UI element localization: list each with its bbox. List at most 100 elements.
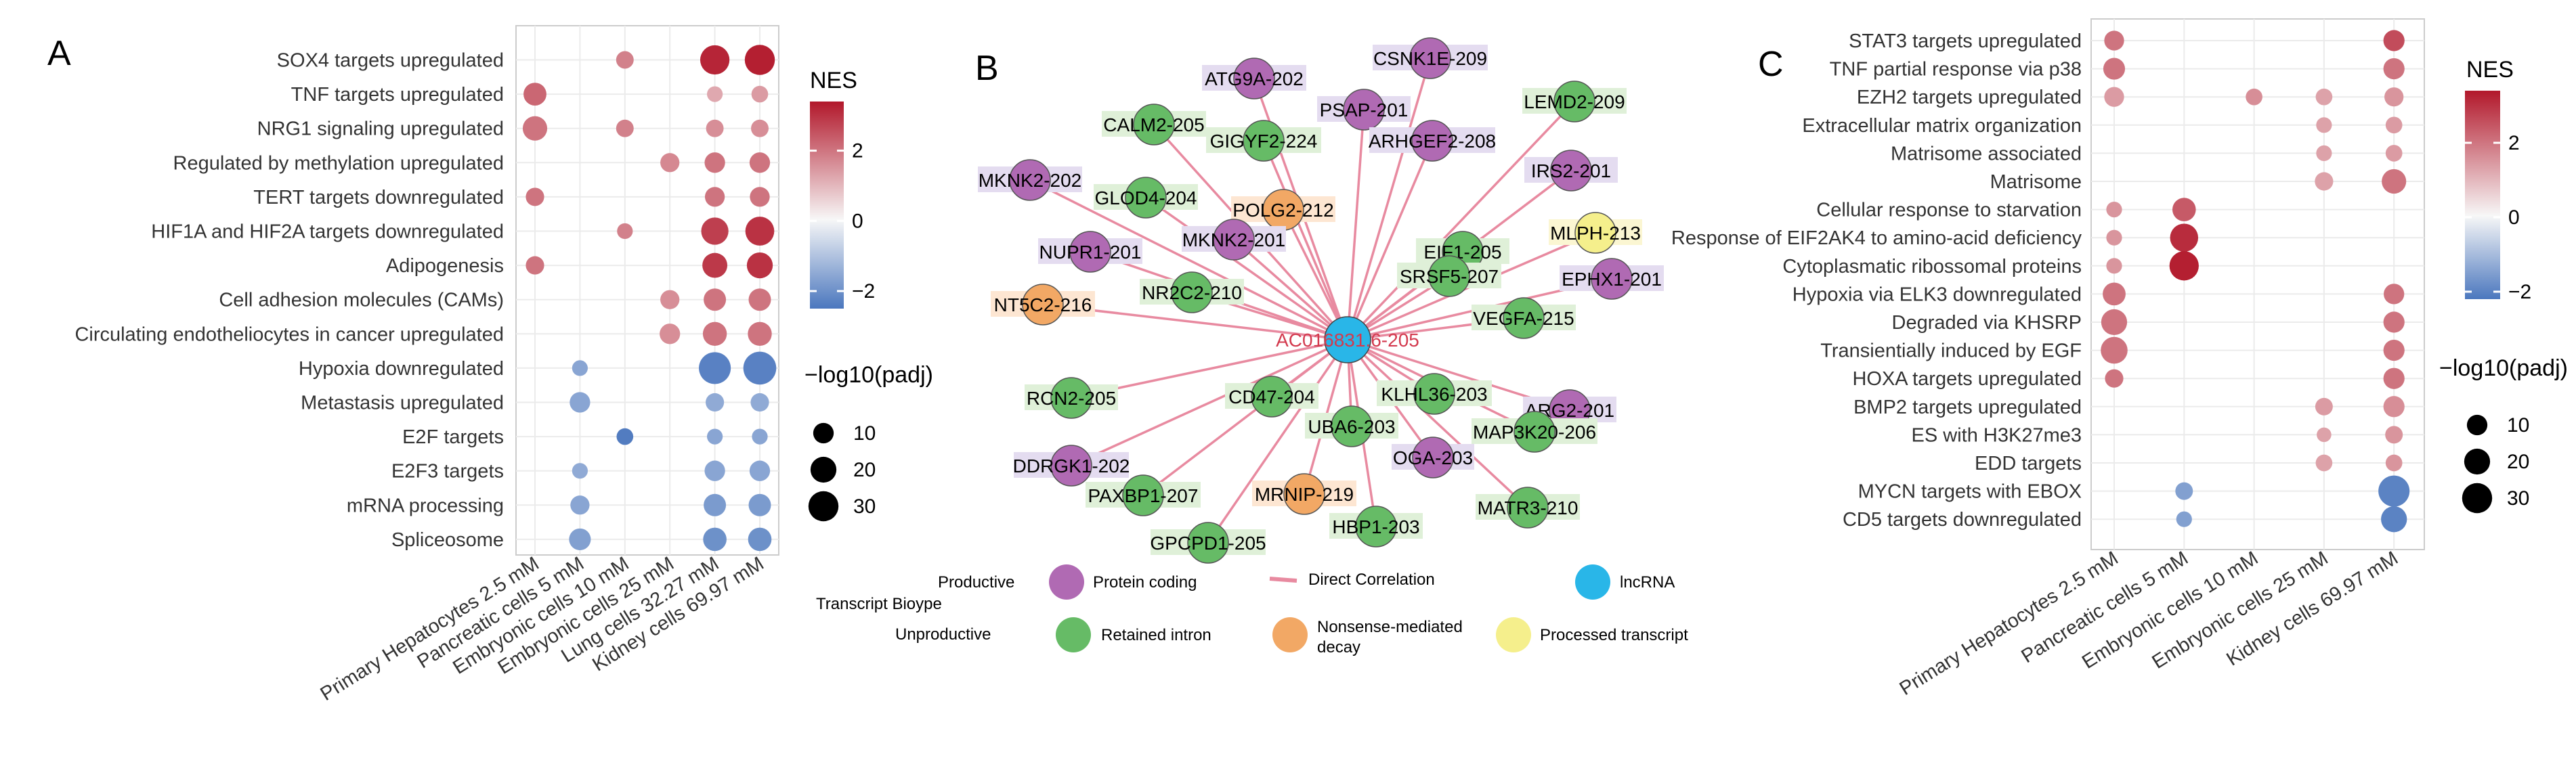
network-node: SRSF5-207 [1397,255,1501,297]
colorbar-tick-label: 0 [852,210,863,232]
network-node: IRS2-201 [1524,150,1618,192]
enrichment-dot [2104,30,2124,51]
network-node: NUPR1-201 [1038,231,1142,273]
node-label: HBP1-203 [1332,516,1419,537]
node-circle [1171,271,1213,313]
enrichment-dot [2103,58,2126,80]
node-label: POLG2-212 [1232,200,1333,221]
term-label: TERT targets downregulated [253,187,504,208]
enrichment-dot [572,463,588,479]
enrichment-dot [2383,396,2405,418]
enrichment-dot [660,324,681,344]
legend-nmd-swatch [1272,617,1308,652]
network-node: ATG9A-202 [1202,58,1306,99]
enrichment-dot [2103,282,2126,306]
term-label: Degraded via KHSRP [1892,312,2082,334]
node-circle [1233,58,1275,99]
node-label: SRSF5-207 [1400,266,1499,287]
panel-a-nes-colorbar [810,102,844,309]
node-circle [1507,487,1549,529]
node-circle [1409,37,1451,79]
term-label: Cell adhesion molecules (CAMs) [219,290,504,311]
network-node: PSAP-201 [1317,89,1411,131]
node-circle [1412,437,1454,478]
enrichment-dot [2104,87,2124,107]
term-label: ES with H3K27me3 [1912,424,2082,446]
size-legend-label: 20 [2507,451,2529,473]
node-circle [1283,473,1325,515]
network-node: HBP1-203 [1329,506,1423,548]
network-node: OGA-203 [1392,437,1474,478]
size-legend-dot [813,422,834,444]
enrichment-dot [2317,427,2332,443]
network-center-node: AC016831.6-205 [1276,316,1419,363]
term-label: EZH2 targets upregulated [1857,87,2082,108]
term-label: Hypoxia downregulated [299,358,504,380]
enrichment-dot [752,428,768,445]
panel-c-size-legend-title: −log10(padj) [2439,355,2568,381]
enrichment-dot [2383,311,2405,333]
node-label: VEGFA-215 [1473,308,1574,329]
legend-direct-correlation-label: Direct Correlation [1308,571,1435,589]
enrichment-dot [2105,369,2124,388]
enrichment-dot [2101,309,2128,336]
size-legend-label: 10 [2507,414,2529,437]
node-label: UBA6-203 [1308,416,1395,437]
network-node: DDRGK1-202 [1013,445,1130,487]
node-circle [1243,120,1285,162]
node-circle [1251,376,1293,418]
enrichment-dot [572,360,588,376]
node-label: OGA-203 [1393,447,1473,468]
enrichment-dot [570,392,591,413]
node-circle [1050,445,1092,487]
term-label: TNF targets upregulated [291,84,504,106]
enrichment-dot [660,290,680,309]
enrichment-dot [2170,223,2199,252]
node-label: MAP3K20-206 [1473,422,1596,443]
enrichment-dot [2315,172,2334,191]
node-label: MKNK2-202 [979,170,1082,191]
enrichment-dot [751,85,769,103]
enrichment-dot [748,527,772,552]
enrichment-dot [706,393,725,412]
node-circle [1574,212,1616,254]
node-circle [1009,159,1051,201]
node-label: ARHGEF2-208 [1369,131,1496,152]
network-node: MAP3K20-206 [1472,411,1597,453]
legend-protein-coding-swatch [1049,564,1084,600]
node-label: PAXBP1-207 [1088,485,1199,506]
enrichment-dot [2381,506,2407,533]
node-label: RCN2-205 [1027,388,1116,409]
enrichment-dot [2383,339,2405,361]
node-label: MRNIP-219 [1255,484,1354,505]
legend-transcript-biotype-label: Transcript Bioype [816,595,942,613]
legend-direct-correlation-swatch [1269,577,1297,583]
network-node: MRNIP-219 [1252,473,1356,515]
legend-unproductive-label: Unproductive [895,625,991,644]
network-node: ARHGEF2-208 [1369,120,1496,162]
network-edge [1346,140,1434,340]
node-circle [1413,373,1455,415]
size-legend-label: 10 [853,422,876,445]
size-legend-dot [2464,448,2491,475]
node-circle [1553,81,1595,122]
size-legend-label: 20 [853,459,876,481]
node-label: NUPR1-201 [1039,242,1142,263]
term-label: Metastasis upregulated [301,393,504,414]
panel-c-nes-colorbar [2465,91,2500,299]
center-node-circle [1324,316,1371,363]
legend-processed-transcript-swatch [1496,617,1531,652]
node-circle [1503,297,1545,339]
term-label: HOXA targets upregulated [1852,368,2082,390]
center-node-label: AC016831.6-205 [1276,330,1419,351]
panel-letter-a: A [47,34,71,73]
term-label: TNF partial response via p38 [1830,59,2082,81]
enrichment-dot [704,460,725,481]
term-label: Matrisome associated [1891,143,2082,164]
enrichment-dot [700,45,730,75]
term-label: SOX4 targets upregulated [277,50,504,72]
